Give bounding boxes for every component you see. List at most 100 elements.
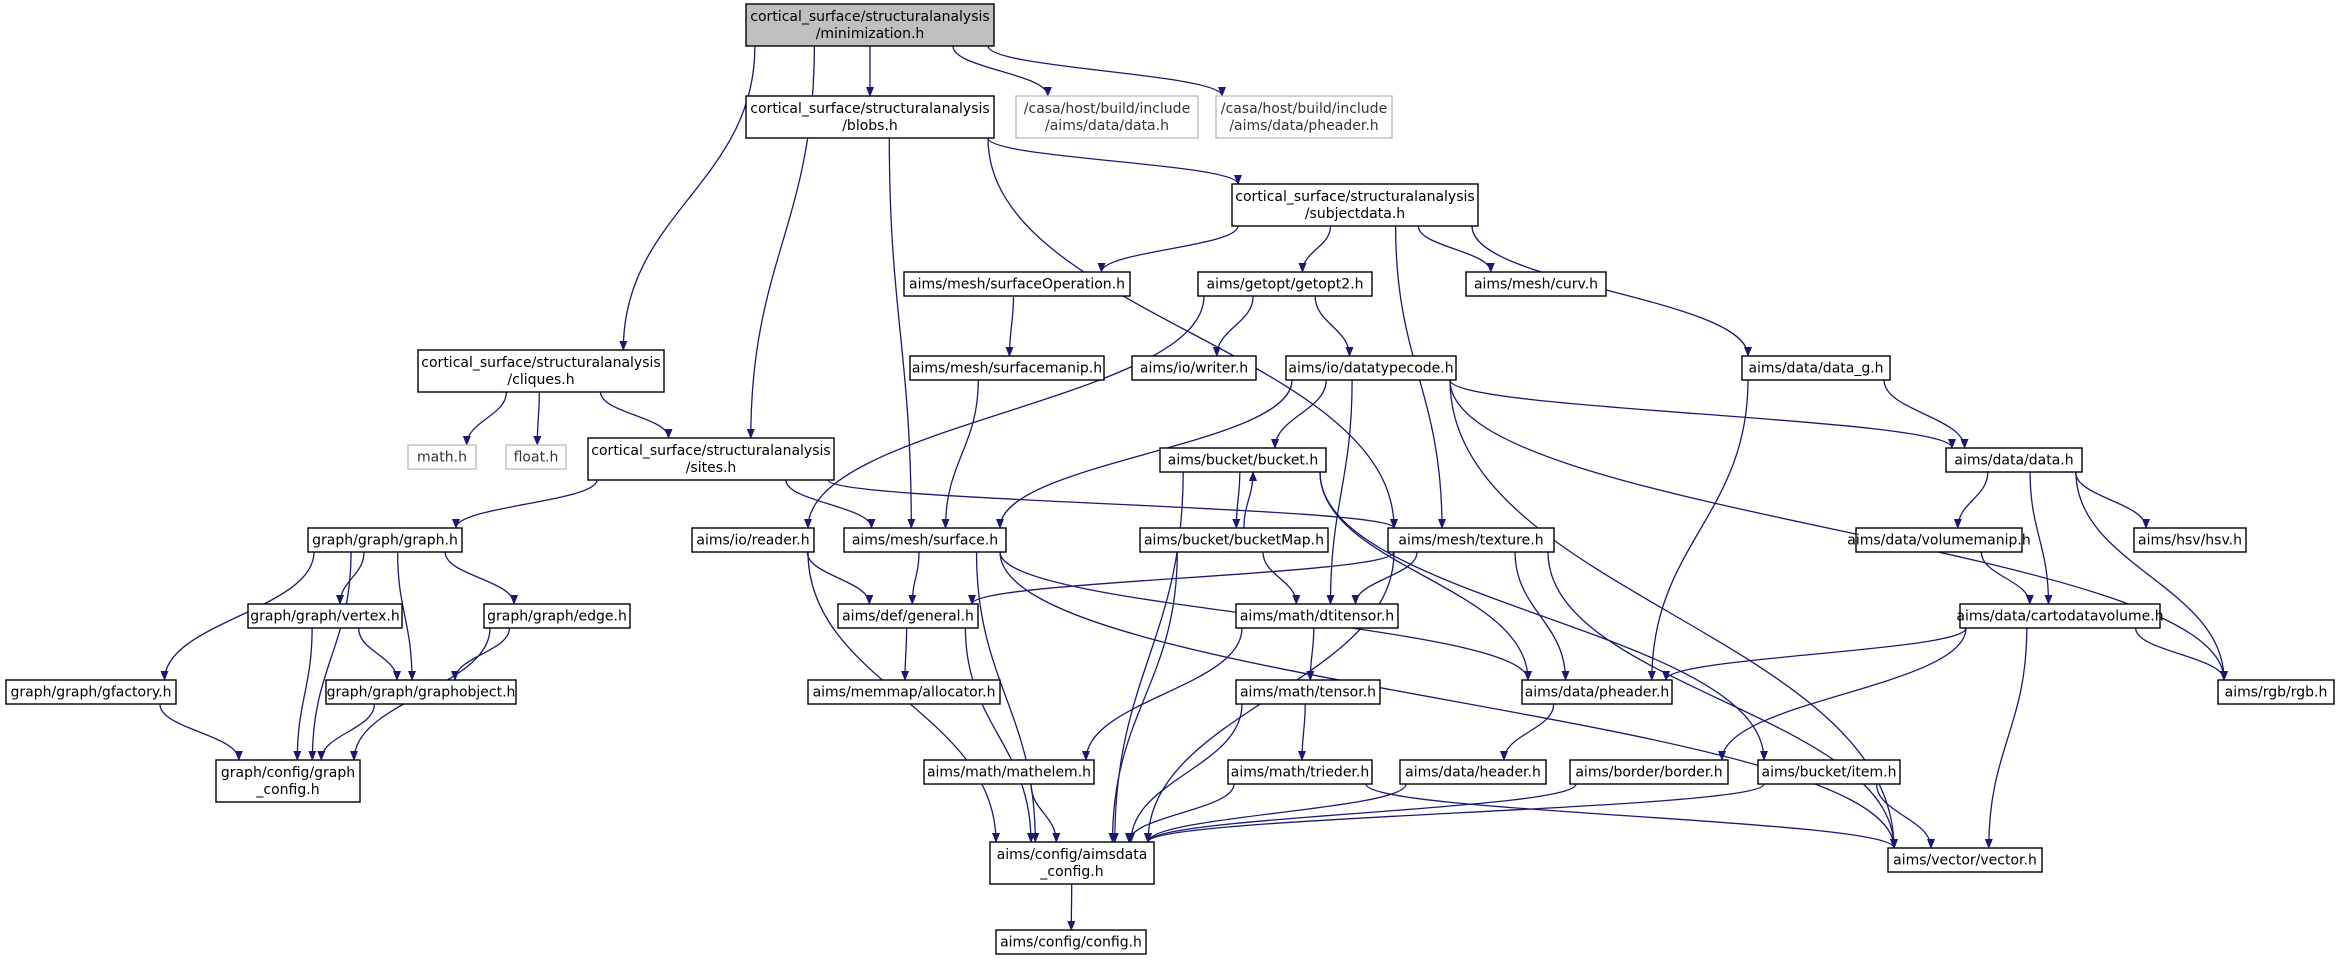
- node-writer[interactable]: aims/io/writer.h: [1131, 355, 1257, 381]
- node-box: [1569, 759, 1729, 785]
- node-label: aims/mesh/surfaceOperation.h: [909, 277, 1125, 293]
- edge-graph-to-gfactory: [160, 551, 315, 681]
- node-box: [1887, 847, 2043, 873]
- dependency-edge: [1212, 295, 1254, 357]
- node-aimsdata-config[interactable]: aims/config/aimsdata_config.h: [989, 841, 1155, 885]
- node-header[interactable]: aims/data/header.h: [1399, 759, 1547, 785]
- node-label: aims/mesh/surfacemanip.h: [912, 361, 1102, 377]
- node-blobs[interactable]: cortical_surface/structuralanalysis/blob…: [745, 95, 995, 139]
- node-texture[interactable]: aims/mesh/texture.h: [1387, 527, 1555, 553]
- node-math[interactable]: math.h: [407, 444, 477, 470]
- node-rgb[interactable]: aims/rgb/rgb.h: [2217, 679, 2335, 705]
- edge-dtitensor-to-mathelem: [1082, 627, 1243, 761]
- node-box: [989, 841, 1155, 885]
- node-edge[interactable]: graph/graph/edge.h: [483, 603, 631, 629]
- node-allocator[interactable]: aims/memmap/allocator.h: [807, 679, 1001, 705]
- node-vertex[interactable]: graph/graph/vertex.h: [247, 603, 403, 629]
- node-tensor[interactable]: aims/math/tensor.h: [1235, 679, 1381, 705]
- node-box: [807, 679, 1001, 705]
- edge-data-to-rgb: [2075, 471, 2228, 681]
- dependency-edge: [1243, 471, 1257, 529]
- edge-tensor-to-aimsdata-config: [1127, 703, 1243, 843]
- node-label: aims/def/general.h: [842, 609, 974, 625]
- node-bucketMap[interactable]: aims/bucket/bucketMap.h: [1139, 527, 1329, 553]
- edge-graph-to-graph-config: [308, 551, 352, 761]
- node-label: aims/mesh/curv.h: [1474, 277, 1598, 293]
- dependency-edge: [1108, 551, 1178, 843]
- edge-trieder-to-vector: [1365, 783, 1898, 849]
- node-datatypecode[interactable]: aims/io/datatypecode.h: [1285, 355, 1457, 381]
- node-box: [417, 349, 665, 393]
- node-box: [1227, 759, 1373, 785]
- node-graphobject[interactable]: graph/graph/graphobject.h: [325, 679, 517, 705]
- node-box: [1945, 447, 2083, 473]
- node-box: [5, 679, 177, 705]
- node-cartodatavolume[interactable]: aims/data/cartodatavolume.h: [1956, 603, 2164, 629]
- node-sites[interactable]: cortical_surface/structuralanalysis/site…: [587, 437, 835, 481]
- node-box: [691, 527, 815, 553]
- dependency-edge: [452, 479, 598, 529]
- node-box: [1521, 679, 1673, 705]
- node-border[interactable]: aims/border/border.h: [1569, 759, 1729, 785]
- node-config[interactable]: aims/config/config.h: [995, 929, 1147, 955]
- node-vector[interactable]: aims/vector/vector.h: [1887, 847, 2043, 873]
- node-item[interactable]: aims/bucket/item.h: [1757, 759, 1901, 785]
- node-label: /casa/host/build/include: [1221, 101, 1387, 117]
- node-box: [307, 527, 463, 553]
- node-gfactory[interactable]: graph/graph/gfactory.h: [5, 679, 177, 705]
- node-subjectdata[interactable]: cortical_surface/structuralanalysis/subj…: [1231, 183, 1479, 227]
- node-label: aims/math/tensor.h: [1240, 685, 1376, 701]
- node-hsv[interactable]: aims/hsv/hsv.h: [2133, 527, 2247, 553]
- edge-volumemanip-to-cartodatavolume: [1980, 551, 2034, 605]
- edge-general-to-aimsdata-config: [964, 627, 1035, 843]
- edge-bucket-to-bucketMap: [1232, 471, 1241, 529]
- node-label: _config.h: [1039, 864, 1103, 880]
- node-box: [1741, 355, 1891, 381]
- node-volumemanip[interactable]: aims/data/volumemanip.h: [1847, 527, 2031, 553]
- edge-graph-to-vertex: [336, 551, 365, 605]
- dependency-edge: [2075, 471, 2228, 681]
- edge-edge-to-graphobject: [451, 627, 511, 681]
- node-data-g[interactable]: aims/data/data_g.h: [1741, 355, 1891, 381]
- node-casa-data[interactable]: /casa/host/build/include/aims/data/data.…: [1015, 95, 1199, 139]
- node-box: [2133, 527, 2247, 553]
- node-bucket[interactable]: aims/bucket/bucket.h: [1159, 447, 1327, 473]
- dependency-edge: [2029, 471, 2053, 605]
- dependency-edge: [968, 551, 1395, 605]
- node-curv[interactable]: aims/mesh/curv.h: [1465, 271, 1607, 297]
- node-surfacemanip[interactable]: aims/mesh/surfacemanip.h: [909, 355, 1105, 381]
- node-label: /cliques.h: [507, 372, 574, 388]
- node-reader[interactable]: aims/io/reader.h: [691, 527, 815, 553]
- node-getopt2[interactable]: aims/getopt/getopt2.h: [1197, 271, 1373, 297]
- node-label: aims/memmap/allocator.h: [813, 685, 996, 701]
- node-surface[interactable]: aims/mesh/surface.h: [843, 527, 1007, 553]
- node-trieder[interactable]: aims/math/trieder.h: [1227, 759, 1373, 785]
- node-label: graph/graph/graphobject.h: [327, 685, 516, 701]
- dependency-edge: [1980, 551, 2034, 605]
- dependency-edge: [619, 45, 756, 351]
- edge-data-to-hsv: [2074, 471, 2150, 529]
- node-surfaceOperation[interactable]: aims/mesh/surfaceOperation.h: [903, 271, 1131, 297]
- node-label: /subjectdata.h: [1305, 206, 1405, 222]
- edge-cartodatavolume-to-border: [1718, 627, 1967, 761]
- edge-sites-to-texture: [827, 479, 1398, 529]
- node-dtitensor[interactable]: aims/math/dtitensor.h: [1235, 603, 1399, 629]
- node-data[interactable]: aims/data/data.h: [1945, 447, 2083, 473]
- node-label: /aims/data/data.h: [1045, 118, 1169, 134]
- node-label: aims/io/reader.h: [696, 533, 809, 549]
- edge-subjectdata-to-data-g: [1471, 225, 1752, 357]
- node-graph-config[interactable]: graph/config/graph_config.h: [215, 759, 361, 803]
- dependency-edge: [964, 627, 1035, 843]
- node-graph[interactable]: graph/graph/graph.h: [307, 527, 463, 553]
- dependency-edge: [462, 391, 508, 446]
- node-casa-pheader[interactable]: /casa/host/build/include/aims/data/phead…: [1215, 95, 1393, 139]
- node-mathelem[interactable]: aims/math/mathelem.h: [923, 759, 1095, 785]
- node-general[interactable]: aims/def/general.h: [837, 603, 979, 629]
- node-cliques[interactable]: cortical_surface/structuralanalysis/cliq…: [417, 349, 665, 393]
- node-box: [1215, 95, 1393, 139]
- node-label: aims/io/writer.h: [1140, 361, 1248, 377]
- node-float[interactable]: float.h: [505, 444, 567, 470]
- node-minimization[interactable]: cortical_surface/structuralanalysis/mini…: [745, 3, 995, 47]
- node-pheader[interactable]: aims/data/pheader.h: [1521, 679, 1673, 705]
